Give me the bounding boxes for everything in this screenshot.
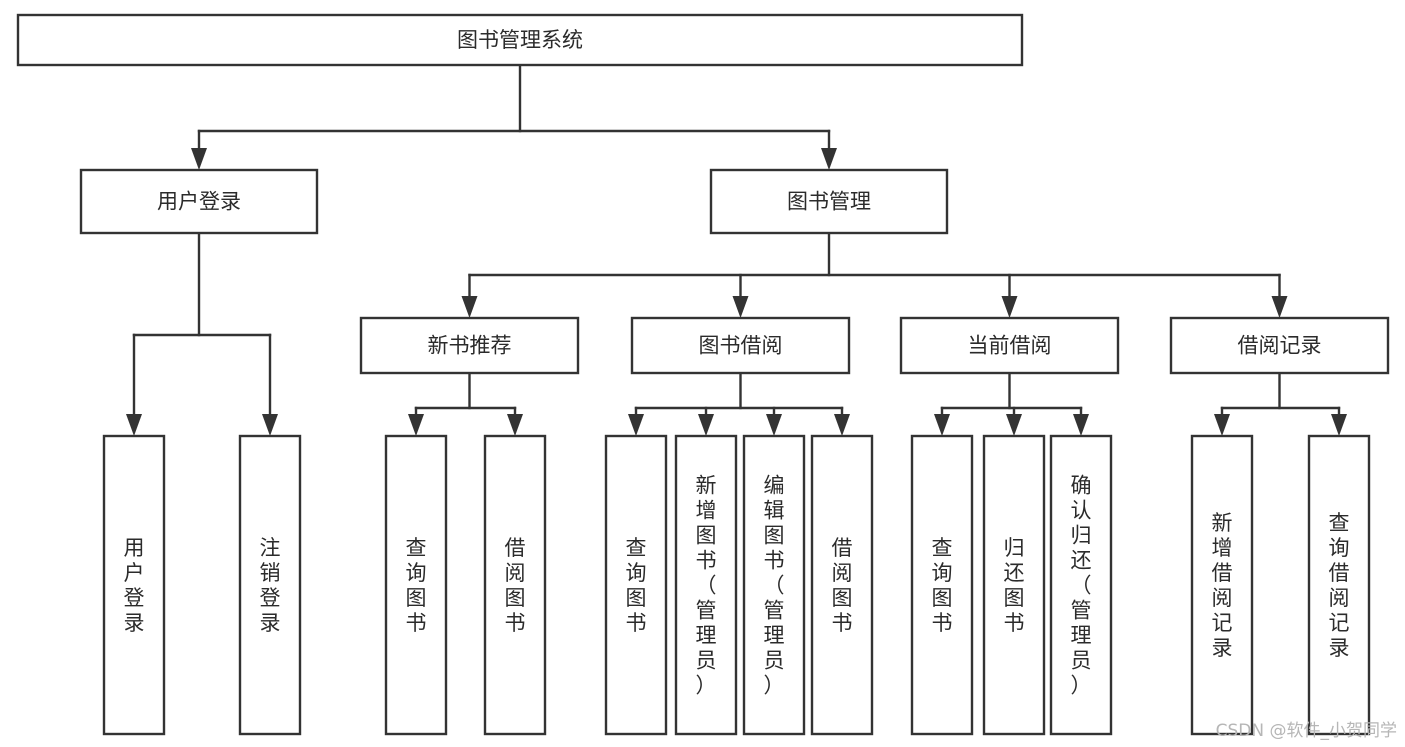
arrow-head-icon bbox=[766, 414, 782, 436]
node-book-manage[interactable]: 图书管理 bbox=[709, 168, 949, 235]
node-label-leaf-edit-book: 编辑图书（管理员） bbox=[764, 474, 785, 698]
arrow-head-icon bbox=[1001, 296, 1018, 318]
node-label-leaf-query-record: 查询借阅记录 bbox=[1329, 511, 1350, 660]
node-label-user-login: 用户登录 bbox=[157, 190, 241, 214]
node-leaf-add-record[interactable]: 新增借阅记录 bbox=[1190, 434, 1254, 736]
node-label-leaf-query-book-2: 查询图书 bbox=[626, 536, 647, 635]
node-leaf-confirm-return[interactable]: 确认归还（管理员） bbox=[1049, 434, 1113, 736]
node-label-new-book-rec: 新书推荐 bbox=[428, 334, 512, 358]
node-label-leaf-return-book: 归还图书 bbox=[1004, 536, 1025, 635]
node-label-leaf-add-record: 新增借阅记录 bbox=[1212, 511, 1233, 660]
node-box-leaf-query-book-1 bbox=[384, 434, 448, 736]
node-user-login[interactable]: 用户登录 bbox=[79, 168, 319, 235]
arrow-head-icon bbox=[628, 414, 644, 436]
node-box-leaf-query-record bbox=[1307, 434, 1371, 736]
node-layer: 图书管理系统用户登录图书管理新书推荐图书借阅当前借阅借阅记录用户登录注销登录查询… bbox=[16, 13, 1390, 736]
node-box-leaf-edit-book bbox=[742, 434, 806, 736]
node-box-current-borrow bbox=[899, 316, 1120, 375]
node-box-leaf-query-book-3 bbox=[910, 434, 974, 736]
node-box-borrow-record bbox=[1169, 316, 1390, 375]
node-label-leaf-query-book-1: 查询图书 bbox=[406, 536, 427, 635]
node-label-leaf-add-book: 新增图书（管理员） bbox=[696, 474, 717, 698]
node-current-borrow[interactable]: 当前借阅 bbox=[899, 316, 1120, 375]
node-leaf-query-book-2[interactable]: 查询图书 bbox=[604, 434, 668, 736]
node-leaf-add-book[interactable]: 新增图书（管理员） bbox=[674, 434, 738, 736]
node-leaf-edit-book[interactable]: 编辑图书（管理员） bbox=[742, 434, 806, 736]
node-label-leaf-user-login: 用户登录 bbox=[124, 536, 145, 635]
node-label-leaf-query-book-3: 查询图书 bbox=[932, 536, 953, 635]
node-leaf-query-record[interactable]: 查询借阅记录 bbox=[1307, 434, 1371, 736]
arrow-head-icon bbox=[1214, 414, 1230, 436]
node-label-leaf-confirm-return: 确认归还（管理员） bbox=[1071, 474, 1092, 698]
arrow-head-icon bbox=[698, 414, 714, 436]
node-leaf-borrow-book-2[interactable]: 借阅图书 bbox=[810, 434, 874, 736]
node-label-book-manage: 图书管理 bbox=[787, 190, 871, 214]
node-label-root: 图书管理系统 bbox=[457, 28, 583, 52]
arrow-head-icon bbox=[1271, 296, 1288, 318]
arrow-head-icon bbox=[834, 414, 850, 436]
node-leaf-user-logout[interactable]: 注销登录 bbox=[238, 434, 302, 736]
node-box-book-manage bbox=[709, 168, 949, 235]
node-borrow-record[interactable]: 借阅记录 bbox=[1169, 316, 1390, 375]
node-leaf-borrow-book-1[interactable]: 借阅图书 bbox=[483, 434, 547, 736]
arrow-head-icon bbox=[191, 148, 207, 170]
node-box-leaf-add-book bbox=[674, 434, 738, 736]
arrow-head-icon bbox=[1073, 414, 1089, 436]
arrow-head-icon bbox=[262, 414, 278, 436]
arrow-head-icon bbox=[732, 296, 749, 318]
arrow-head-icon bbox=[507, 414, 523, 436]
node-label-borrow-record: 借阅记录 bbox=[1238, 334, 1322, 358]
node-box-book-borrow bbox=[630, 316, 851, 375]
node-leaf-user-login[interactable]: 用户登录 bbox=[102, 434, 166, 736]
watermark-text: CSDN @软件_小贺同学 bbox=[1215, 721, 1397, 741]
arrow-head-icon bbox=[1331, 414, 1347, 436]
node-leaf-return-book[interactable]: 归还图书 bbox=[982, 434, 1046, 736]
connector-layer bbox=[126, 63, 1347, 436]
node-book-borrow[interactable]: 图书借阅 bbox=[630, 316, 851, 375]
node-label-current-borrow: 当前借阅 bbox=[968, 334, 1052, 358]
arrow-head-icon bbox=[461, 296, 478, 318]
node-leaf-query-book-3[interactable]: 查询图书 bbox=[910, 434, 974, 736]
node-root[interactable]: 图书管理系统 bbox=[16, 13, 1024, 67]
node-box-user-login bbox=[79, 168, 319, 235]
node-label-leaf-borrow-book-2: 借阅图书 bbox=[832, 536, 853, 635]
node-new-book-rec[interactable]: 新书推荐 bbox=[359, 316, 580, 375]
node-label-leaf-borrow-book-1: 借阅图书 bbox=[505, 536, 526, 635]
arrow-head-icon bbox=[126, 414, 142, 436]
node-box-leaf-query-book-2 bbox=[604, 434, 668, 736]
node-box-leaf-borrow-book-2 bbox=[810, 434, 874, 736]
node-box-leaf-user-logout bbox=[238, 434, 302, 736]
node-box-leaf-user-login bbox=[102, 434, 166, 736]
node-label-leaf-user-logout: 注销登录 bbox=[260, 536, 281, 635]
node-box-root bbox=[16, 13, 1024, 67]
node-box-leaf-add-record bbox=[1190, 434, 1254, 736]
node-leaf-query-book-1[interactable]: 查询图书 bbox=[384, 434, 448, 736]
node-box-leaf-return-book bbox=[982, 434, 1046, 736]
node-box-leaf-borrow-book-1 bbox=[483, 434, 547, 736]
node-box-leaf-confirm-return bbox=[1049, 434, 1113, 736]
node-box-new-book-rec bbox=[359, 316, 580, 375]
node-label-book-borrow: 图书借阅 bbox=[699, 334, 783, 358]
arrow-head-icon bbox=[408, 414, 424, 436]
arrow-head-icon bbox=[934, 414, 950, 436]
arrow-head-icon bbox=[821, 148, 837, 170]
arrow-head-icon bbox=[1006, 414, 1022, 436]
